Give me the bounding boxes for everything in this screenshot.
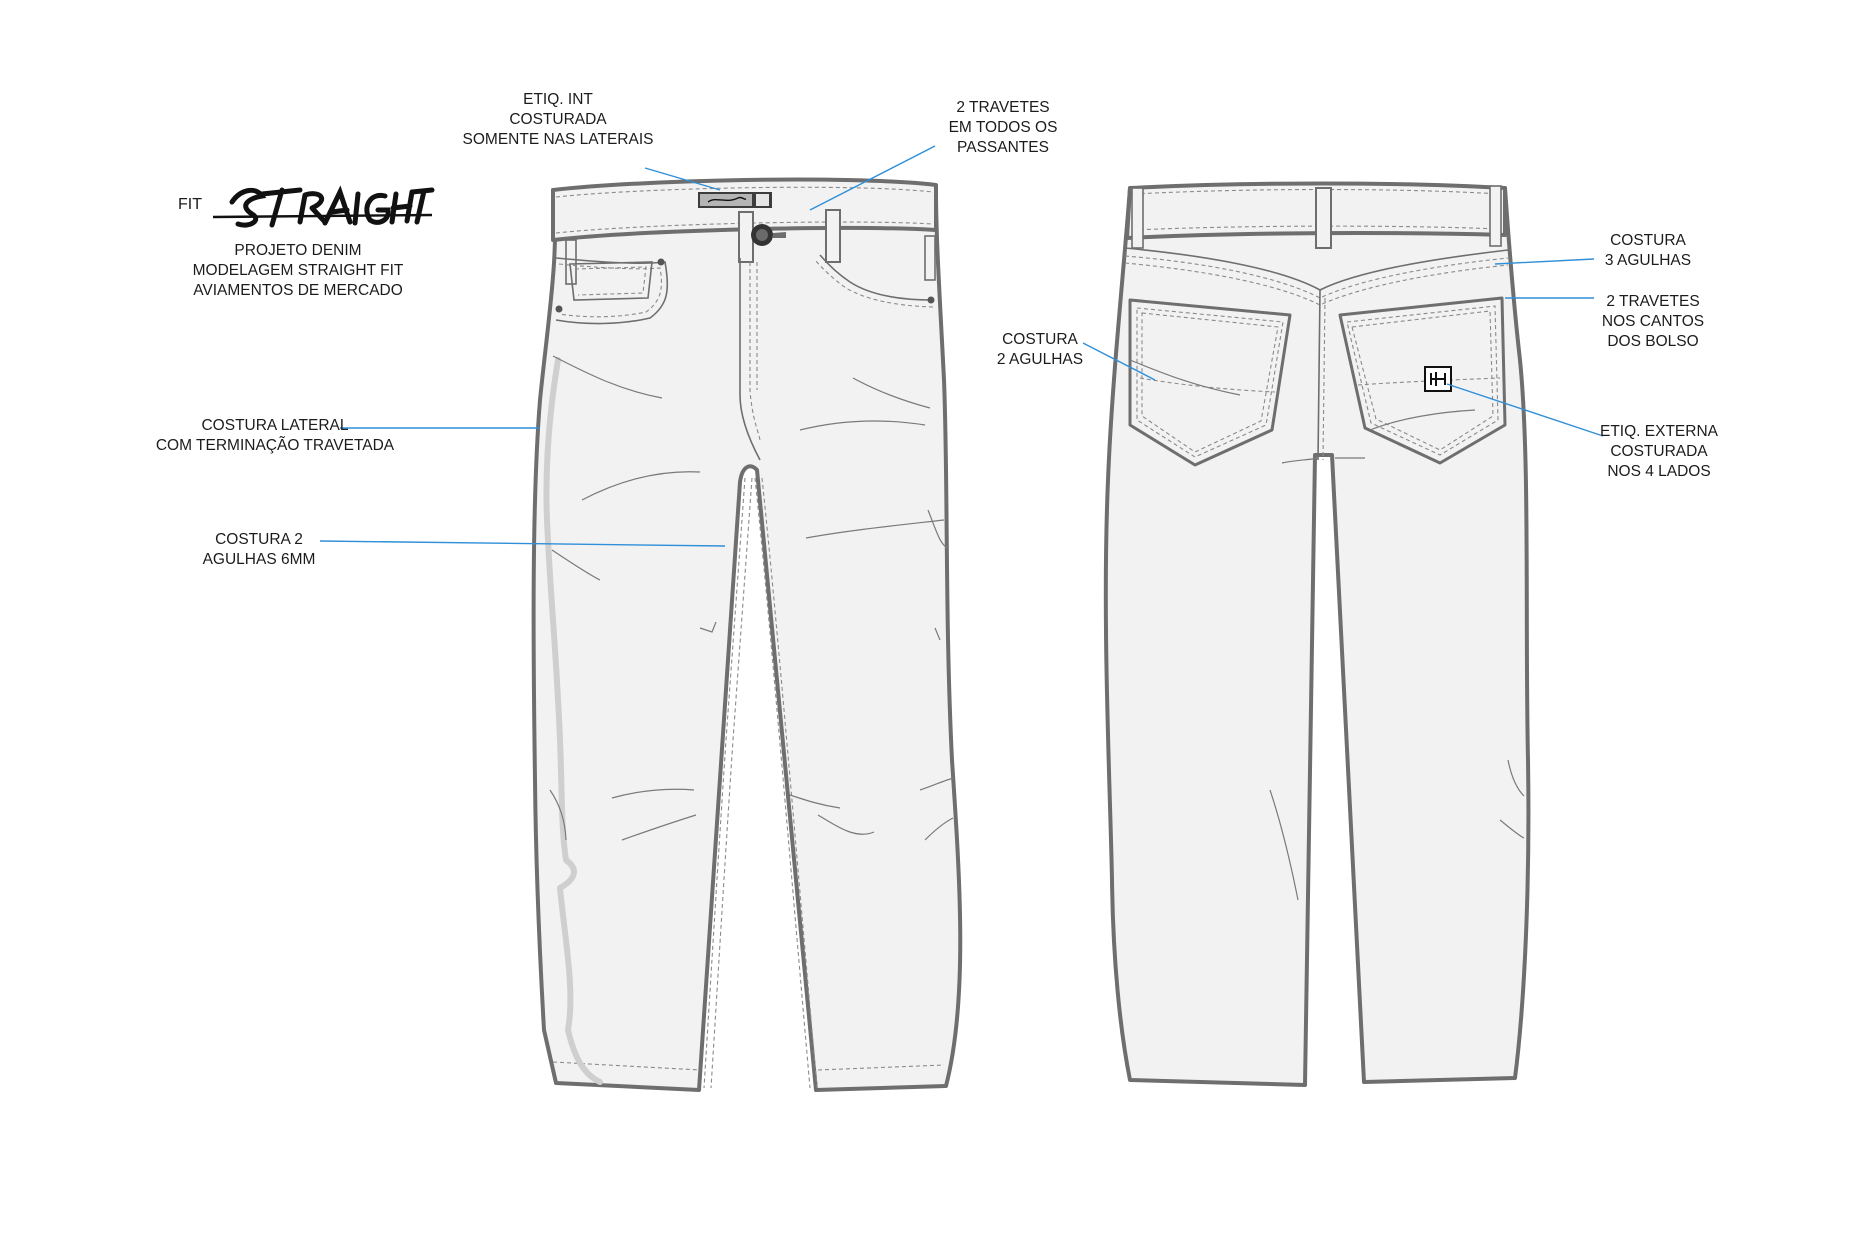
callout-line: DOS BOLSO [1607, 333, 1699, 350]
callout-line: 2 TRAVETES [1606, 293, 1700, 310]
callout-line: COSTURADA [509, 111, 607, 128]
description-line: PROJETO DENIM [234, 242, 362, 259]
callout-pocket-seam: COSTURA 2 AGULHAS [997, 330, 1083, 370]
callout-side-seam: COSTURA LATERAL COM TERMINAÇÃO TRAVETADA [156, 416, 394, 456]
callout-line: ETIQ. INT [523, 91, 593, 108]
callout-line: 2 AGULHAS [996, 351, 1084, 368]
callout-line: 2 TRAVETES [956, 99, 1050, 116]
callout-line: NOS CANTOS [1601, 313, 1705, 330]
callout-line: AGULHAS 6MM [202, 551, 316, 568]
front-body-outline [531, 188, 963, 1092]
belt-loop-front-left [738, 211, 754, 263]
callout-inner-label: ETIQ. INT COSTURADA SOMENTE NAS LATERAIS [463, 90, 654, 150]
jeans-back [1103, 181, 1531, 1087]
belt-loop-front-right [825, 209, 841, 263]
callout-line: 3 AGULHAS [1604, 252, 1692, 269]
callout-line: COM TERMINAÇÃO TRAVETADA [155, 437, 395, 454]
callout-line: COSTURADA [1610, 443, 1708, 460]
belt-loop-back-center [1315, 187, 1332, 249]
callout-line: EM TODOS OS [948, 119, 1058, 136]
jeans-front [531, 177, 963, 1092]
callout-line: COSTURA 2 [215, 531, 303, 548]
callout-belt-loops: 2 TRAVETES EM TODOS OS PASSANTES [949, 98, 1058, 158]
callout-line: COSTURA [1002, 331, 1078, 348]
callout-line: PASSANTES [957, 139, 1049, 156]
description-line: AVIAMENTOS DE MERCADO [193, 282, 403, 299]
callout-external-label: ETIQ. EXTERNA COSTURADA NOS 4 LADOS [1600, 422, 1718, 482]
callout-line: ETIQ. EXTERNA [1600, 423, 1718, 440]
callout-inseam: COSTURA 2 AGULHAS 6MM [203, 530, 316, 570]
straight-logo [212, 185, 435, 228]
callout-line: COSTURA [1610, 232, 1686, 249]
callout-pocket-bartacks: 2 TRAVETES NOS CANTOS DOS BOLSO [1602, 292, 1704, 352]
callout-leaders [319, 145, 1604, 547]
fit-prefix: FIT [178, 196, 202, 213]
callout-line: SOMENTE NAS LATERAIS [462, 131, 654, 148]
description-line: MODELAGEM STRAIGHT FIT [192, 262, 404, 279]
back-pocket-left [1128, 298, 1292, 467]
callout-line: NOS 4 LADOS [1607, 463, 1711, 480]
callout-yoke-seam: COSTURA 3 AGULHAS [1605, 231, 1691, 271]
project-description: PROJETO DENIM MODELAGEM STRAIGHT FIT AVI… [193, 241, 404, 301]
callout-line: COSTURA LATERAL [201, 417, 349, 434]
